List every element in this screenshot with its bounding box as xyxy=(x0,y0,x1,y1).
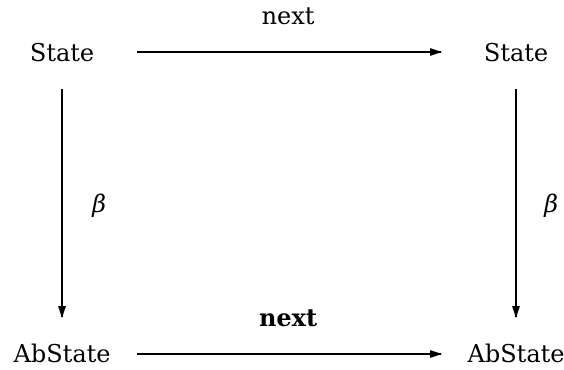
node-abstate-bottom-right: AbState xyxy=(467,340,564,368)
edge-label-bottom-next: next xyxy=(259,303,317,332)
node-state-top-right: State xyxy=(484,39,548,67)
edge-label-left-beta: β xyxy=(91,190,106,218)
edge-label-right-beta: β xyxy=(543,190,558,218)
node-abstate-bottom-left: AbState xyxy=(13,340,111,368)
node-state-top-left: State xyxy=(30,39,94,67)
edge-label-top-next: next xyxy=(262,2,315,30)
